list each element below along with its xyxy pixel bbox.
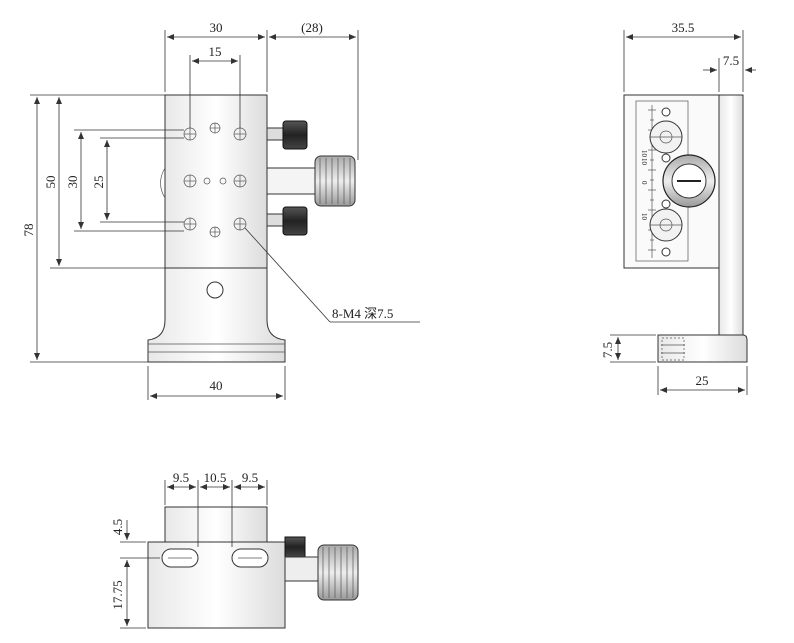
dim-foot-height: 7.5 (600, 342, 615, 358)
side-bracket-vertical (718, 94, 744, 336)
front-knobs (266, 120, 356, 236)
scale-label-1: 10 (640, 150, 648, 158)
scale-label-4: 10 (640, 213, 648, 221)
top-view: 9.5 10.5 9.5 4.5 17.75 (110, 470, 359, 629)
front-lower-body (147, 267, 286, 363)
dim-height-30: 30 (65, 176, 80, 189)
dim-width-top: 30 (210, 20, 223, 35)
dim-base-width: 40 (210, 378, 223, 393)
top-back-plate (164, 506, 268, 543)
side-dimensions (610, 30, 756, 395)
side-bracket-foot (657, 334, 748, 363)
dim-slot-gap: 10.5 (204, 470, 227, 485)
scale-label-2: 10 (640, 158, 648, 166)
dim-slot-a: 9.5 (173, 470, 189, 485)
dim-foot-width: 25 (696, 373, 709, 388)
dim-side-width: 35.5 (672, 20, 695, 35)
dim-height-4-5: 4.5 (110, 519, 125, 535)
dim-slot-b: 9.5 (242, 470, 258, 485)
dim-height-17-75: 17.75 (110, 580, 125, 609)
top-dimensions (120, 480, 268, 629)
side-view: 10 10 0 10 (600, 20, 756, 395)
dim-height-78: 78 (21, 224, 36, 237)
side-dials (649, 107, 716, 257)
dim-knob-offset: (28) (301, 20, 323, 35)
front-through-hole (206, 281, 224, 299)
front-upper-body (164, 94, 268, 269)
hole-callout: 8-M4 深7.5 (332, 306, 393, 321)
front-view: 30 (28) 15 78 50 30 25 40 8-M4 深7.5 (21, 20, 420, 400)
dim-height-25: 25 (91, 176, 106, 189)
front-dimensions (30, 30, 420, 400)
dim-side-offset: 7.5 (723, 53, 739, 68)
dim-hole-spacing: 15 (209, 44, 222, 59)
m4-hole-pattern (183, 122, 247, 238)
dim-height-50: 50 (43, 176, 58, 189)
scale-label-3: 0 (640, 181, 648, 185)
